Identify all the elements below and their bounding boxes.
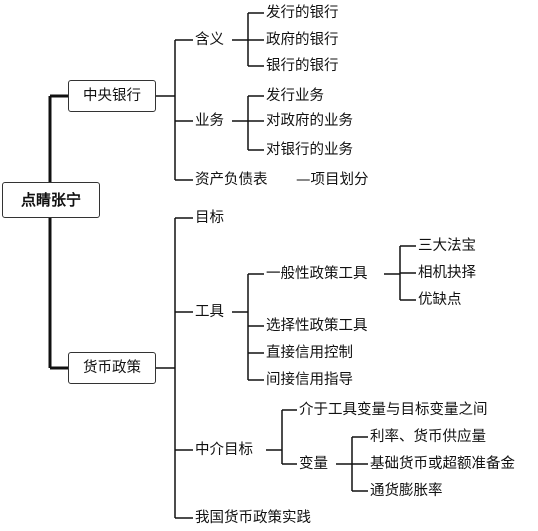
variable-node[interactable]: 变量 bbox=[299, 456, 328, 472]
direct-credit-node[interactable]: 直接信用控制 bbox=[266, 345, 353, 361]
general-tools-item-3[interactable]: 优缺点 bbox=[418, 292, 462, 308]
business-node[interactable]: 业务 bbox=[195, 113, 224, 129]
variable-item-3[interactable]: 通货膨胀率 bbox=[370, 483, 443, 499]
business-item-3[interactable]: 对银行的业务 bbox=[266, 142, 353, 158]
practice-node[interactable]: 我国货币政策实践 bbox=[195, 510, 311, 526]
variable-item-1[interactable]: 利率、货币供应量 bbox=[370, 429, 486, 445]
root-node[interactable]: 点睛张宁 bbox=[2, 182, 100, 218]
variable-item-2[interactable]: 基础货币或超额准备金 bbox=[370, 456, 515, 472]
central-bank-node[interactable]: 中央银行 bbox=[68, 80, 156, 112]
meaning-item-1[interactable]: 发行的银行 bbox=[266, 5, 339, 21]
meaning-item-2[interactable]: 政府的银行 bbox=[266, 32, 339, 48]
general-tools-item-1[interactable]: 三大法宝 bbox=[418, 238, 476, 254]
selective-tools-node[interactable]: 选择性政策工具 bbox=[266, 318, 368, 334]
between-variables-node[interactable]: 介于工具变量与目标变量之间 bbox=[299, 402, 488, 418]
balance-sheet-node[interactable]: 资产负债表 bbox=[195, 172, 268, 188]
general-tools-item-2[interactable]: 相机抉择 bbox=[418, 265, 476, 281]
monetary-policy-node[interactable]: 货币政策 bbox=[68, 352, 156, 384]
balance-sheet-note: —项目划分 bbox=[296, 172, 369, 188]
meaning-item-3[interactable]: 银行的银行 bbox=[266, 58, 339, 74]
tools-node[interactable]: 工具 bbox=[195, 304, 224, 320]
indirect-credit-node[interactable]: 间接信用指导 bbox=[266, 372, 353, 388]
general-tools-node[interactable]: 一般性政策工具 bbox=[266, 266, 368, 282]
meaning-node[interactable]: 含义 bbox=[195, 32, 224, 48]
business-item-1[interactable]: 发行业务 bbox=[266, 88, 324, 104]
business-item-2[interactable]: 对政府的业务 bbox=[266, 113, 353, 129]
target-node[interactable]: 目标 bbox=[195, 210, 224, 226]
intermediate-target-node[interactable]: 中介目标 bbox=[195, 442, 253, 458]
